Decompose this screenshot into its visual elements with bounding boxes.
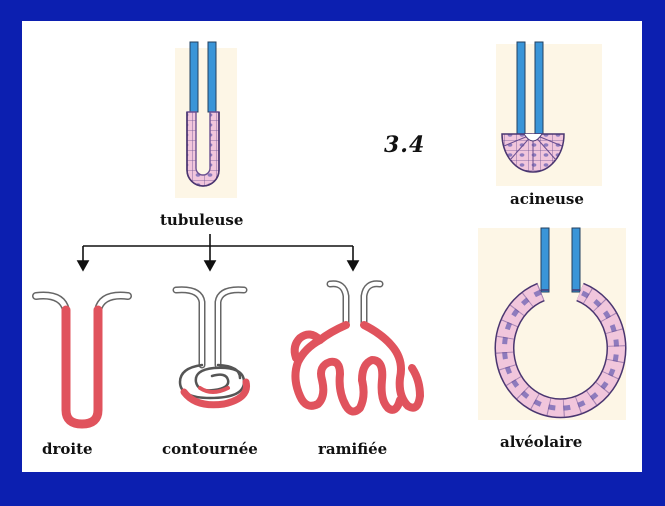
handwritten-annotation: 3.4 [384, 132, 425, 158]
tubuleuse-gland [175, 42, 237, 198]
label-alveolaire: alvéolaire [500, 433, 582, 451]
alveolaire-duct-right [572, 228, 580, 292]
label-contournee: contournée [162, 440, 258, 458]
arrow-ramifiee [348, 261, 358, 270]
branch-arrows [78, 234, 358, 270]
acineuse-duct-left [517, 42, 525, 134]
label-tubuleuse: tubuleuse [160, 211, 243, 229]
label-droite: droite [42, 440, 93, 458]
alveolaire-gland [478, 228, 626, 420]
label-acineuse: acineuse [510, 190, 584, 208]
arrow-contournee [205, 261, 215, 270]
tubuleuse-duct-right [208, 42, 216, 112]
alveolaire-duct-left [541, 228, 549, 292]
tubuleuse-duct-left [190, 42, 198, 112]
label-ramifiee: ramifiée [318, 440, 387, 458]
droite-gland [36, 296, 128, 424]
acineuse-duct-right [535, 42, 543, 134]
acineuse-gland [496, 42, 602, 186]
arrow-droite [78, 261, 88, 270]
ramifiee-gland [295, 284, 420, 412]
contournee-gland [176, 290, 247, 405]
